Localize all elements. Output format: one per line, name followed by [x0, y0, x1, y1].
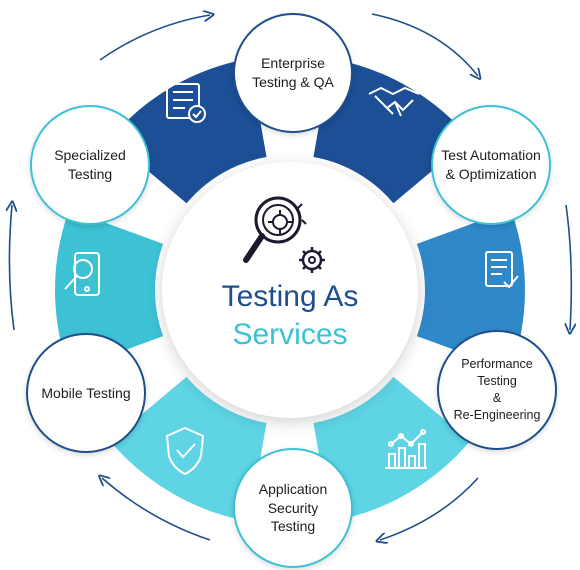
node-performance-testing: Performance Testing & Re-Engineering [437, 330, 557, 450]
node-mobile-testing: Mobile Testing [26, 333, 146, 453]
node-label: Performance Testing & Re-Engineering [453, 357, 541, 422]
center-title: Testing As [221, 280, 359, 313]
node-test-automation: Test Automation & Optimization [431, 105, 551, 225]
ring-segment-security [109, 376, 267, 522]
node-application-security: Application Security Testing [233, 448, 353, 568]
flow-arrow [9, 205, 14, 331]
node-specialized-testing: Specialized Testing [30, 105, 150, 225]
flow-arrow [102, 478, 211, 541]
ring-segment-mobile [54, 209, 164, 371]
node-label: Enterprise Testing & QA [252, 55, 334, 90]
node-label: Application Security Testing [258, 480, 328, 535]
checklist-icon [166, 83, 206, 123]
node-label: Specialized Testing [54, 147, 126, 182]
handshake-icon [368, 86, 420, 117]
shield-check-icon [165, 426, 205, 476]
center-subtitle: Services [232, 318, 348, 351]
ring-segment-analytics [313, 376, 471, 522]
report-check-icon [485, 251, 519, 289]
ring-segment-handshake [313, 58, 471, 204]
node-enterprise-testing: Enterprise Testing & QA [233, 13, 353, 133]
flow-arrow [371, 13, 478, 76]
magnifier-gears-icon [243, 196, 325, 273]
bar-chart-icon [385, 429, 427, 469]
flow-arrow [566, 204, 571, 330]
node-label: Test Automation & Optimization [441, 147, 541, 182]
mobile-search-icon [64, 252, 100, 296]
node-label: Mobile Testing [41, 384, 131, 401]
flow-arrow [380, 477, 479, 540]
center-hub: Testing As Services [162, 162, 418, 418]
flow-arrow [99, 15, 210, 61]
